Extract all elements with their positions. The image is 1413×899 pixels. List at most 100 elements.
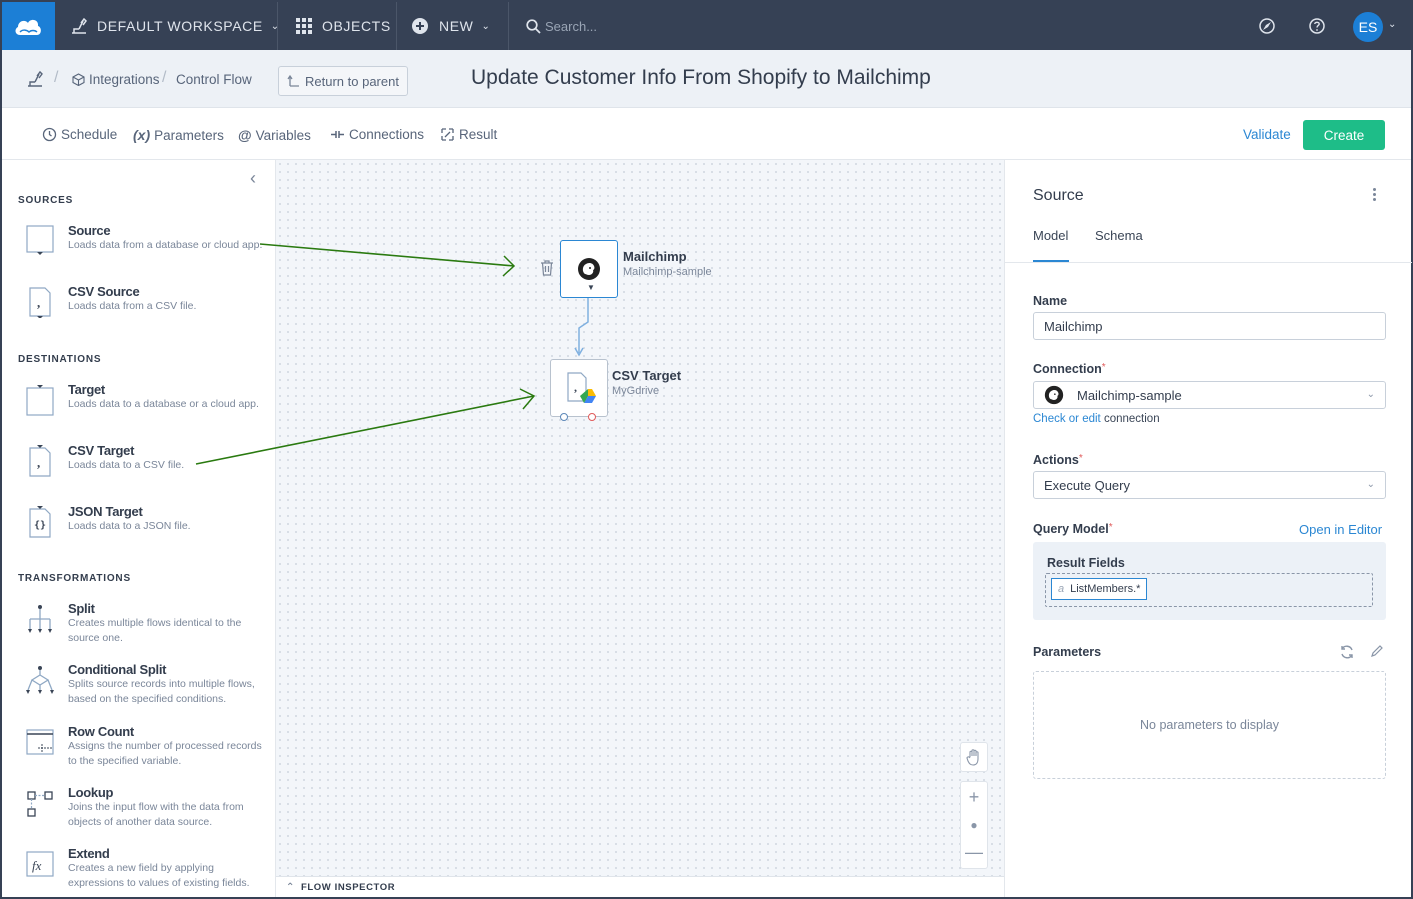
actions-select[interactable]: Execute Query ⌄ (1033, 471, 1386, 499)
parameters-icon: (x) (133, 127, 151, 143)
connection-label-wrap: Connection* (1033, 362, 1106, 376)
flow-inspector-toggle[interactable]: ⌃ FLOW INSPECTOR (276, 876, 1004, 897)
svg-text:,: , (574, 380, 577, 394)
chevron-up-icon: ⌃ (286, 881, 295, 893)
refresh-icon[interactable] (1339, 644, 1355, 660)
return-arrow-icon (287, 74, 299, 87)
component-json-target[interactable]: {} JSON Target Loads data to a JSON file… (18, 504, 268, 544)
app-logo[interactable] (2, 2, 55, 50)
result-fields-dropzone[interactable]: a ListMembers.* (1045, 573, 1373, 607)
flow-node-csv-target[interactable]: , (550, 359, 608, 421)
zoom-out-button[interactable]: — (965, 842, 983, 862)
clock-icon (42, 127, 57, 142)
query-model-box: Result Fields a ListMembers.* (1033, 542, 1386, 620)
variables-button[interactable]: @ Variables (238, 127, 311, 143)
error-port[interactable] (588, 413, 596, 421)
workspace-selector[interactable]: DEFAULT WORKSPACE ⌄ (70, 2, 280, 50)
compass-icon[interactable] (1257, 16, 1277, 36)
zoom-controls: + ● — (960, 781, 988, 869)
properties-panel: Source Model Schema Name Mailchimp Conne… (1004, 160, 1412, 897)
check-edit-link[interactable]: Check or edit (1033, 413, 1101, 425)
parameters-label: Parameters (154, 127, 224, 143)
component-target[interactable]: Target Loads data to a database or a clo… (18, 382, 268, 422)
zoom-reset-button[interactable]: ● (970, 818, 978, 832)
target-component-icon (26, 385, 54, 416)
flow-inspector-label: FLOW INSPECTOR (300, 881, 396, 893)
trash-icon[interactable] (540, 260, 554, 276)
parameters-button[interactable]: (x) Parameters (133, 127, 224, 143)
search-box[interactable] (526, 2, 745, 50)
open-in-editor-link[interactable]: Open in Editor (1299, 522, 1383, 537)
chevron-down-icon: ⌄ (481, 20, 491, 32)
breadcrumb-integrations[interactable]: Integrations (72, 72, 160, 87)
avatar[interactable]: ES (1353, 12, 1383, 42)
workspace-icon[interactable] (26, 70, 44, 88)
component-csv-target[interactable]: , CSV Target Loads data to a CSV file. (18, 443, 268, 483)
hand-icon (966, 749, 979, 766)
result-icon (441, 128, 454, 141)
search-input[interactable] (545, 18, 745, 34)
node-title: CSV Target (612, 368, 682, 383)
divider (1005, 262, 1412, 263)
component-title: Row Count (68, 724, 134, 739)
return-label: Return to parent (305, 73, 399, 89)
connections-button[interactable]: Connections (330, 127, 424, 142)
component-source[interactable]: Source Loads data from a database or clo… (18, 223, 268, 271)
schedule-button[interactable]: Schedule (42, 127, 117, 142)
result-field-name: ListMembers.* (1070, 583, 1141, 595)
chevron-down-icon: ⌄ (270, 20, 280, 32)
component-description: Loads data from a database or cloud app. (68, 239, 263, 251)
pan-tool[interactable] (960, 742, 988, 772)
node-subtitle: MyGdrive (612, 385, 660, 397)
conditional-split-icon (26, 666, 54, 694)
breadcrumb-label: Control Flow (176, 72, 252, 87)
component-title: CSV Source (68, 284, 140, 299)
component-extend[interactable]: fx Extend Creates a new field by applyin… (18, 846, 268, 890)
name-field[interactable]: Mailchimp (1033, 312, 1386, 340)
result-button[interactable]: Result (440, 127, 497, 142)
help-icon[interactable] (1307, 16, 1327, 36)
search-icon (526, 18, 541, 34)
zoom-in-button[interactable]: + (968, 787, 980, 807)
actions-label: Actions (1033, 453, 1079, 467)
breadcrumb-control-flow[interactable]: Control Flow (176, 72, 252, 87)
return-to-parent-button[interactable]: Return to parent (278, 66, 408, 96)
name-value: Mailchimp (1044, 318, 1103, 334)
svg-text:fx: fx (32, 858, 42, 873)
connection-value: Mailchimp-sample (1077, 387, 1182, 403)
edit-icon[interactable] (1370, 644, 1384, 658)
cloud-logo-icon (15, 19, 41, 35)
component-title: JSON Target (68, 504, 143, 519)
connection-select[interactable]: Mailchimp-sample ⌄ (1033, 381, 1386, 409)
flow-node-mailchimp[interactable]: ▼ (560, 240, 618, 298)
panel-title: Source (1033, 187, 1084, 204)
check-edit-suffix: connection (1103, 413, 1160, 425)
breadcrumb: / Integrations / Control Flow Return to … (2, 50, 1411, 108)
chevron-down-icon[interactable]: ⌄ (1388, 19, 1397, 30)
divider (277, 2, 278, 50)
validate-button[interactable]: Validate (1243, 127, 1291, 142)
page-title: Update Customer Info From Shopify to Mai… (471, 66, 931, 89)
component-description: Loads data to a database or a cloud app. (68, 398, 259, 410)
input-port[interactable] (560, 413, 568, 421)
mailchimp-logo-icon (1044, 385, 1064, 405)
json-file-icon: {} (29, 506, 51, 538)
tab-model[interactable]: Model (1033, 228, 1069, 243)
component-csv-source[interactable]: , CSV Source Loads data from a CSV file. (18, 284, 268, 324)
component-row-count[interactable]: Row Count Assigns the number of processe… (18, 724, 268, 768)
component-description: Joins the input flow with the data from … (68, 801, 244, 828)
create-button[interactable]: Create (1303, 120, 1385, 150)
connection-label: Connection (1033, 362, 1102, 376)
check-edit-connection: Check or edit connection (1033, 413, 1160, 425)
collapse-panel-icon[interactable]: ‹ (250, 168, 256, 188)
result-field-chip[interactable]: a ListMembers.* (1051, 578, 1148, 600)
component-lookup[interactable]: Lookup Joins the input flow with the dat… (18, 785, 268, 829)
actions-label-wrap: Actions* (1033, 453, 1083, 467)
tab-schema[interactable]: Schema (1095, 228, 1143, 243)
component-split[interactable]: Split Creates multiple flows identical t… (18, 601, 268, 645)
component-conditional-split[interactable]: Conditional Split Splits source records … (18, 662, 268, 706)
new-menu[interactable]: NEW ⌄ (412, 2, 490, 50)
more-options-icon[interactable] (1373, 186, 1379, 203)
objects-menu[interactable]: OBJECTS (296, 2, 391, 50)
flow-canvas[interactable]: ▼ Mailchimp Mailchimp-sample , CSV Targe… (276, 160, 1004, 897)
